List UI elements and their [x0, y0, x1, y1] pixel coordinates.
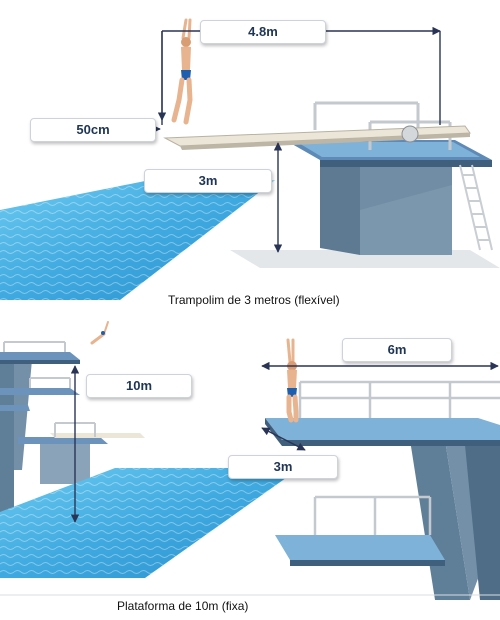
diver-top [171, 18, 193, 125]
label-board-width: 4.8m [200, 20, 326, 44]
railing [313, 101, 452, 150]
springboard-underside [180, 133, 470, 150]
caption-springboard: Trampolim de 3 metros (flexível) [168, 293, 340, 307]
platform-top-face [297, 142, 480, 157]
dimension-lines-top [71, 26, 441, 253]
support-block-side [320, 160, 360, 255]
platform-edge [320, 160, 492, 167]
diver-big [286, 338, 299, 423]
label-platform-height: 10m [86, 374, 192, 398]
bottom-scene [0, 321, 500, 600]
label-board-height: 3m [144, 169, 272, 193]
label-board-overhang: 50cm [30, 118, 156, 142]
pool-ripples-bottom [0, 468, 300, 578]
fulcrum-roller [401, 125, 419, 143]
dimension-lines-bottom [70, 361, 499, 523]
top-scene [0, 18, 500, 300]
caption-platform: Plataforma de 10m (fixa) [117, 599, 249, 613]
ladder [459, 164, 493, 251]
big-tower [265, 380, 500, 600]
label-platform-width: 6m [342, 338, 452, 362]
diver-small [90, 321, 109, 345]
support-block-shade [360, 165, 452, 210]
pool-ripples [0, 180, 275, 300]
left-tower [0, 341, 145, 515]
label-platform-depth: 3m [228, 455, 338, 479]
